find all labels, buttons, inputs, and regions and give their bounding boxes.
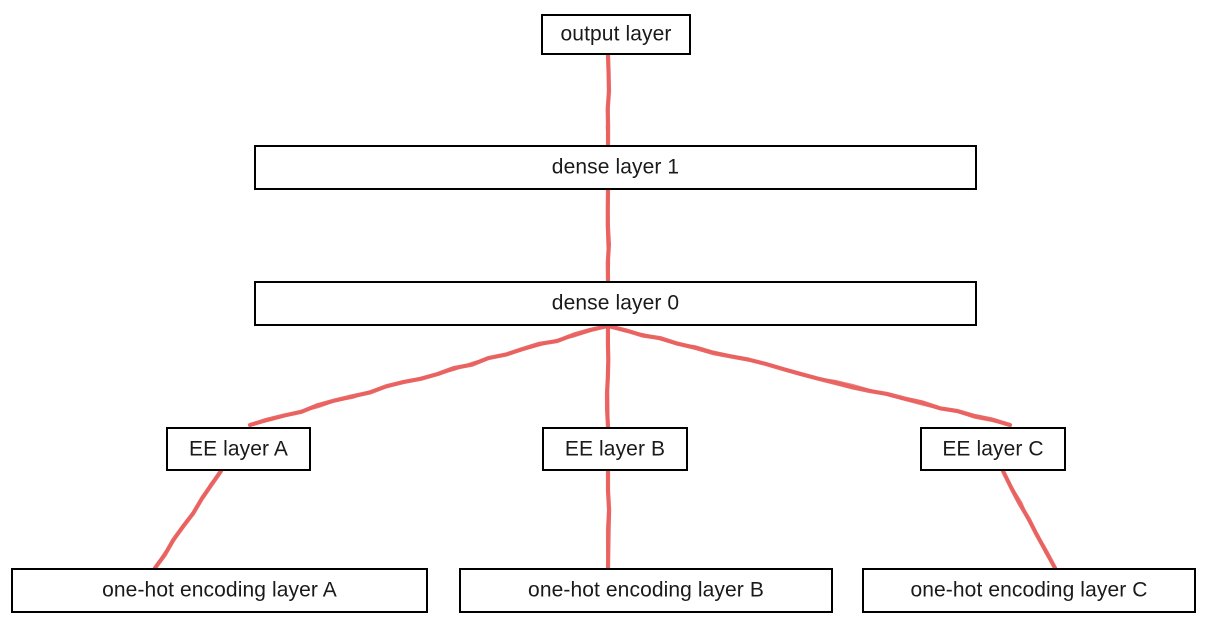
node-ee-layer-b[interactable]: EE layer B [542,427,688,471]
edge-onehot-c-to-ee-c [1000,468,1058,571]
edge-onehot-b-to-ee-b [605,468,612,571]
edge-dense1-to-output [605,52,612,148]
node-dense-layer-1[interactable]: dense layer 1 [254,145,977,190]
node-label-ee-layer-c: EE layer C [942,437,1044,460]
node-output-layer[interactable]: output layer [541,14,691,55]
edge-ee-b-to-dense0 [604,323,611,430]
node-label-output-layer: output layer [560,22,672,46]
node-label-one-hot-encoding-layer-a: one-hot encoding layer A [102,578,337,602]
node-dense-layer-0[interactable]: dense layer 0 [254,281,977,326]
node-label-ee-layer-a: EE layer A [188,437,289,460]
node-one-hot-encoding-layer-c[interactable]: one-hot encoding layer C [862,568,1196,613]
edge-ee-c-to-dense0 [605,323,1013,428]
node-ee-layer-a[interactable]: EE layer A [166,427,311,471]
node-label-ee-layer-b: EE layer B [564,437,666,460]
node-one-hot-encoding-layer-a[interactable]: one-hot encoding layer A [11,568,428,613]
edge-ee-a-to-dense0 [247,323,611,428]
node-label-dense-layer-0: dense layer 0 [551,291,680,315]
node-label-one-hot-encoding-layer-b: one-hot encoding layer B [528,578,764,602]
edge-dense0-to-dense1 [605,187,611,284]
node-label-dense-layer-1: dense layer 1 [551,155,680,179]
node-one-hot-encoding-layer-b[interactable]: one-hot encoding layer B [459,568,833,613]
node-label-one-hot-encoding-layer-c: one-hot encoding layer C [910,578,1148,602]
edge-onehot-a-to-ee-a [152,468,224,571]
node-ee-layer-c[interactable]: EE layer C [920,427,1066,471]
